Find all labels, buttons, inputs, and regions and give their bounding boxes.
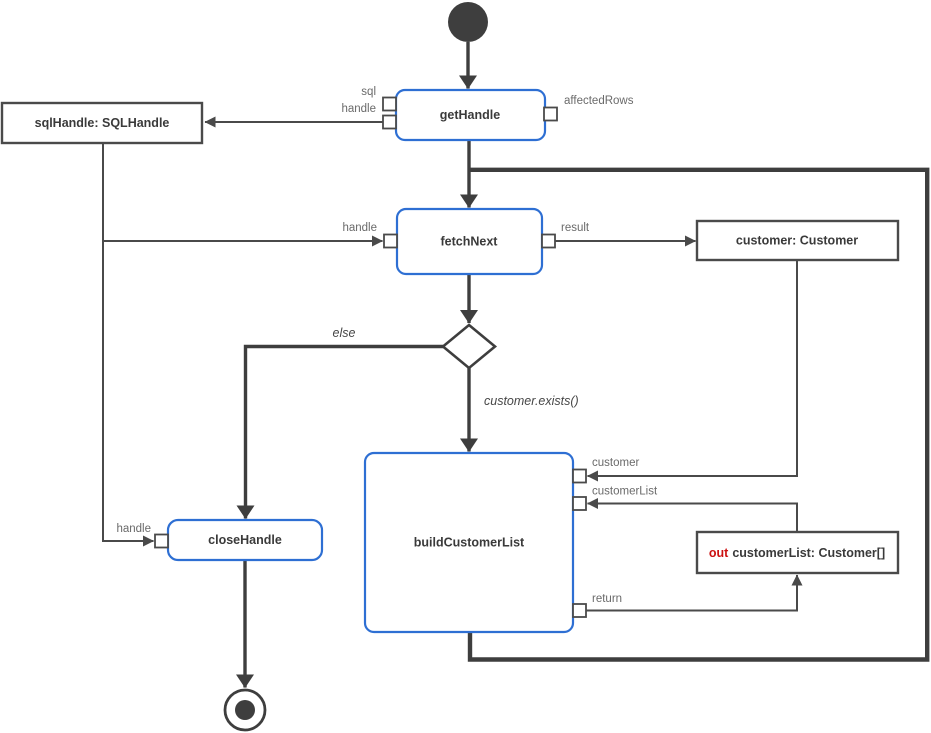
- pin-sql[interactable]: [382, 96, 397, 112]
- pin-result-label: result: [561, 222, 590, 234]
- activity-buildcustomerlist[interactable]: [363, 451, 575, 634]
- object-customer[interactable]: [695, 219, 900, 262]
- pin-fetchnext-handle-label: handle: [342, 222, 377, 234]
- customerlist-type-text: customerList: Customer[]: [732, 546, 885, 560]
- pin-customerlist-label: customerList: [592, 486, 658, 498]
- objectflow-return-to-customerlist[interactable]: [586, 574, 803, 612]
- pin-return[interactable]: [572, 603, 587, 618]
- object-sqlhandle-label: sqlHandle: SQLHandle: [35, 116, 170, 130]
- initial-node[interactable]: [448, 2, 488, 42]
- pin-closehandle-handle[interactable]: [154, 533, 169, 549]
- object-sqlhandle[interactable]: [0, 101, 204, 145]
- activity-closehandle-label: closeHandle: [208, 533, 282, 547]
- pin-sql-label: sql: [361, 86, 376, 98]
- activity-gethandle-label: getHandle: [440, 108, 500, 122]
- activity-buildcustomerlist-label: buildCustomerList: [414, 536, 525, 550]
- pin-customer-label: customer: [592, 457, 639, 469]
- pin-affectedrows[interactable]: [543, 106, 558, 122]
- guard-exists-label: customer.exists(): [484, 394, 579, 408]
- out-keyword: out: [709, 546, 729, 560]
- guard-else-label: else: [333, 326, 356, 340]
- pin-affectedrows-label: affectedRows: [564, 95, 634, 107]
- objectflow-customerlist-to-buildlist[interactable]: [587, 498, 798, 533]
- activity-fetchnext-label: fetchNext: [441, 235, 499, 249]
- decision-node[interactable]: [440, 323, 498, 370]
- object-customer-label: customer: Customer: [736, 234, 858, 248]
- edge-loop-back[interactable]: [467, 167, 930, 662]
- pin-closehandle-handle-label: handle: [116, 523, 151, 535]
- pin-gethandle-handle-label: handle: [341, 103, 376, 115]
- pin-fetchnext-handle[interactable]: [383, 233, 398, 249]
- object-customerlist-out[interactable]: [695, 530, 900, 575]
- pin-gethandle-handle[interactable]: [382, 114, 397, 130]
- objectflow-customer-to-buildlist[interactable]: [587, 260, 798, 482]
- pin-result[interactable]: [541, 233, 556, 249]
- final-node-dot: [235, 700, 255, 720]
- pin-customer[interactable]: [572, 468, 587, 484]
- edge-else-branch[interactable]: [236, 344, 444, 519]
- objectflow-sqlhandle-to-closehandle[interactable]: [102, 241, 154, 547]
- pin-customerlist[interactable]: [572, 496, 587, 511]
- pin-return-label: return: [592, 593, 622, 605]
